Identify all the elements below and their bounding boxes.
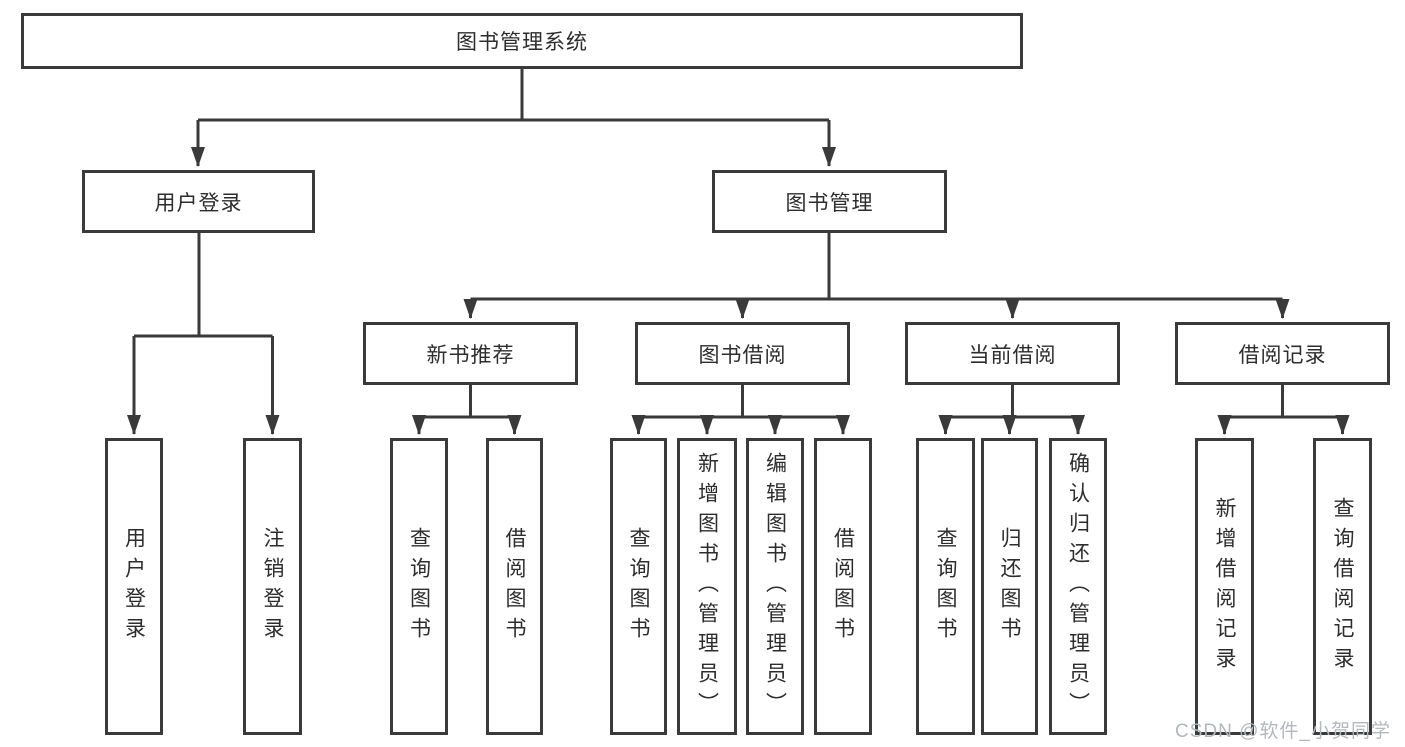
leaf-borrow-books-2: 借阅图书 xyxy=(814,438,872,735)
node-book-borrow: 图书借阅 xyxy=(635,322,850,385)
node-label: 查询借阅记录 xyxy=(1331,496,1354,677)
leaf-query-borrow-record: 查询借阅记录 xyxy=(1313,438,1372,735)
node-label: 当前借阅 xyxy=(968,343,1057,367)
watermark: CSDN @软件_小贺同学 xyxy=(1175,721,1391,742)
leaf-add-borrow-record: 新增借阅记录 xyxy=(1195,438,1254,735)
node-label: 注销登录 xyxy=(261,526,284,647)
node-label: 借阅记录 xyxy=(1238,343,1327,367)
node-current-borrow: 当前借阅 xyxy=(905,322,1120,385)
node-book-management: 图书管理 xyxy=(712,170,947,233)
leaf-query-books-3: 查询图书 xyxy=(916,438,975,735)
node-label: 新书推荐 xyxy=(426,343,515,367)
leaf-edit-book-admin: 编辑图书（管理员） xyxy=(746,438,804,735)
node-label: 编辑图书（管理员） xyxy=(763,451,787,722)
node-label: 图书管理系统 xyxy=(456,31,588,54)
node-label: 新增借阅记录 xyxy=(1213,496,1236,677)
node-new-book-recommend: 新书推荐 xyxy=(363,322,578,385)
leaf-return-book: 归还图书 xyxy=(981,438,1038,735)
leaf-confirm-return-admin: 确认归还（管理员） xyxy=(1049,438,1107,735)
node-label: 借阅图书 xyxy=(831,526,855,647)
leaf-logout: 注销登录 xyxy=(243,438,302,735)
leaf-query-books-2: 查询图书 xyxy=(610,438,667,735)
node-label: 借阅图书 xyxy=(503,526,526,647)
node-label: 查询图书 xyxy=(627,526,650,647)
leaf-query-books-1: 查询图书 xyxy=(390,438,448,735)
leaf-borrow-books-1: 借阅图书 xyxy=(486,438,543,735)
node-library-management-system: 图书管理系统 xyxy=(21,13,1023,69)
node-label: 查询图书 xyxy=(407,526,431,647)
node-label: 图书借阅 xyxy=(698,343,787,367)
node-borrow-records: 借阅记录 xyxy=(1175,322,1390,385)
leaf-user-login: 用户登录 xyxy=(105,438,163,735)
node-label: 用户登录 xyxy=(154,191,243,215)
leaf-add-book-admin: 新增图书（管理员） xyxy=(677,438,737,735)
node-label: 新增图书（管理员） xyxy=(695,451,719,722)
node-label: 用户登录 xyxy=(122,526,146,647)
node-label: 归还图书 xyxy=(998,526,1021,647)
node-user-login: 用户登录 xyxy=(82,170,315,233)
node-label: 图书管理 xyxy=(785,191,874,215)
node-label: 查询图书 xyxy=(934,526,957,647)
node-label: 确认归还（管理员） xyxy=(1066,451,1090,722)
